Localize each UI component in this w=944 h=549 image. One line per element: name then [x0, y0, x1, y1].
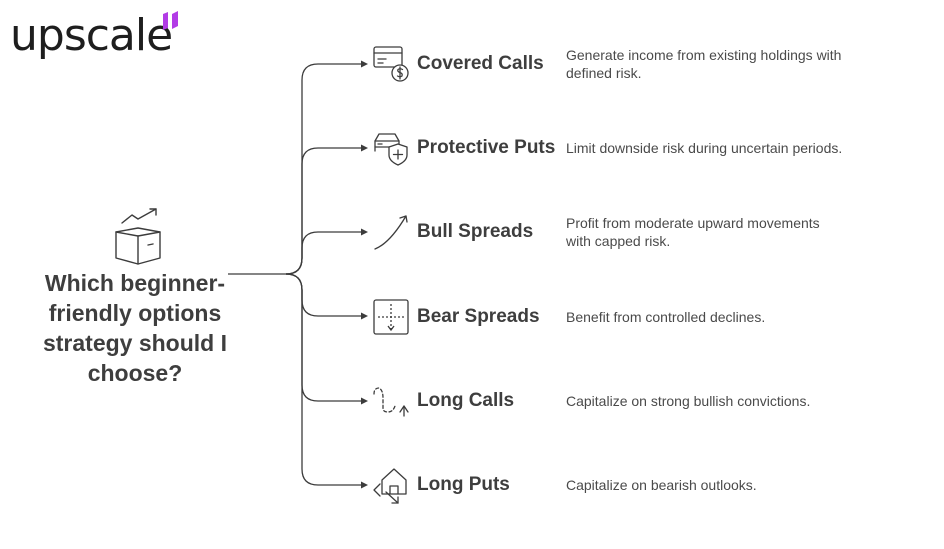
strategy-description: Benefit from controlled declines. — [566, 309, 766, 325]
strategy-long-calls: Long Calls Capitalize on strong bullish … — [372, 381, 932, 421]
open-box-growth-icon — [115, 208, 161, 265]
logo-mark-icon — [163, 11, 178, 30]
strategy-title: Bear Spreads — [417, 306, 540, 327]
strategy-description: Limit downside risk during uncertain per… — [566, 140, 843, 156]
car-shield-icon — [374, 133, 408, 166]
crosshair-box-icon — [373, 299, 409, 335]
strategy-description: Generate income from existing holdings w… — [566, 47, 842, 81]
strategy-description: Profit from moderate upward movements wi… — [566, 215, 820, 249]
strategy-description: Capitalize on bearish outlooks. — [566, 477, 757, 493]
strategy-title: Protective Puts — [417, 137, 556, 158]
dashed-path-arrow-icon — [373, 387, 409, 417]
strategy-title: Long Puts — [417, 474, 510, 495]
strategy-long-puts: Long Puts Capitalize on bearish outlooks… — [372, 465, 932, 505]
strategy-bear-spreads: Bear Spreads Benefit from controlled dec… — [372, 297, 932, 337]
strategy-description: Capitalize on strong bullish convictions… — [566, 393, 811, 409]
curved-up-arrow-icon — [374, 215, 408, 250]
strategy-covered-calls: Covered Calls Generate income from exist… — [372, 44, 932, 84]
strategy-protective-puts: Protective Puts Limit downside risk duri… — [372, 128, 932, 168]
strategy-title: Long Calls — [417, 390, 515, 411]
brand-logo: upscale — [10, 10, 173, 61]
house-down-arrows-icon — [373, 468, 407, 504]
strategy-title: Covered Calls — [417, 53, 544, 74]
card-dollar-icon — [373, 46, 409, 82]
strategy-bull-spreads: Bull Spreads Profit from moderate upward… — [372, 212, 932, 252]
strategy-title: Bull Spreads — [417, 221, 534, 242]
central-question: Which beginner-friendly options strategy… — [42, 270, 228, 386]
